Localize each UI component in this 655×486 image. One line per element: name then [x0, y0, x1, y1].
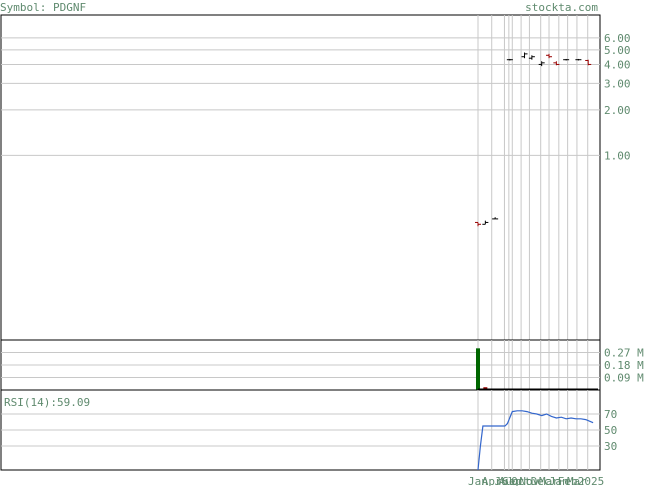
price-bar — [563, 58, 570, 61]
price-bar — [521, 52, 528, 59]
x-tick-label: Jan — [468, 475, 488, 486]
x-tick-label: Nov — [519, 475, 539, 486]
price-tick-label: 3.00 — [604, 77, 631, 90]
x-tick-label: Feb — [558, 475, 578, 486]
price-tick-label: 4.00 — [604, 58, 631, 71]
rsi-label: RSI(14): — [4, 396, 57, 409]
rsi-title: RSI(14):59.09 — [4, 396, 90, 409]
volume-bar — [476, 348, 480, 390]
price-panel: 6.005.004.00 3.00 2.00 1.00 — [0, 14, 631, 341]
volume-tick-label: 0.27 M — [604, 347, 644, 360]
volume-panel: 0.27 M0.18 M0.09 M — [0, 339, 644, 391]
price-bars — [475, 52, 592, 227]
rsi-value: 59.09 — [57, 396, 90, 409]
rsi-tick-label: 50 — [604, 424, 617, 437]
site-label: stockta.com — [525, 1, 598, 14]
rsi-panel: 70 50 30 RSI(14):59.09 — [0, 389, 617, 471]
rsi-tick-label: 30 — [604, 440, 617, 453]
volume-tick-label: 0.18 M — [604, 359, 644, 372]
price-axis-ticks: 6.005.004.00 3.00 2.00 1.00 — [604, 32, 631, 163]
x-tick-label: Apr — [482, 475, 502, 486]
price-bar — [528, 55, 535, 60]
price-bar — [585, 59, 592, 66]
x-tick-label: Sep — [502, 475, 522, 486]
x-tick-label: Dec — [531, 475, 551, 486]
volume-axis-ticks: 0.27 M0.18 M0.09 M — [604, 347, 644, 385]
x-tick-label: Jan — [549, 475, 569, 486]
volume-grid — [1, 340, 600, 390]
price-bar — [492, 217, 499, 220]
price-bar — [482, 220, 489, 225]
price-bar — [506, 58, 513, 61]
price-tick-label: 1.00 — [604, 149, 631, 162]
volume-tick-label: 0.09 M — [604, 372, 644, 385]
x-tick-label: 2025 — [578, 475, 605, 486]
price-panel-frame — [0, 14, 601, 341]
rsi-line — [477, 410, 594, 471]
x-tick-label: Mar — [539, 475, 559, 486]
price-tick-label: 2.00 — [604, 104, 631, 117]
price-tick-label: 5.00 — [604, 44, 631, 57]
price-bar — [546, 53, 553, 59]
price-bar — [475, 221, 481, 227]
x-tick-label: Aug — [499, 475, 519, 486]
rsi-tick-label: 70 — [604, 408, 617, 421]
x-tick-label: Oct — [511, 475, 531, 486]
price-bar — [553, 61, 560, 66]
volume-bars — [476, 348, 598, 390]
symbol-label: Symbol: PDGNF — [0, 1, 86, 14]
price-bar — [575, 58, 582, 61]
rsi-axis-ticks: 70 50 30 — [604, 408, 617, 453]
x-tick-label: Mar — [567, 475, 587, 486]
price-bar — [538, 61, 545, 67]
price-grid — [1, 15, 600, 340]
rsi-grid — [1, 390, 600, 470]
x-tick-label: Jul — [494, 475, 514, 486]
price-tick-label: 6.00 — [604, 32, 631, 45]
